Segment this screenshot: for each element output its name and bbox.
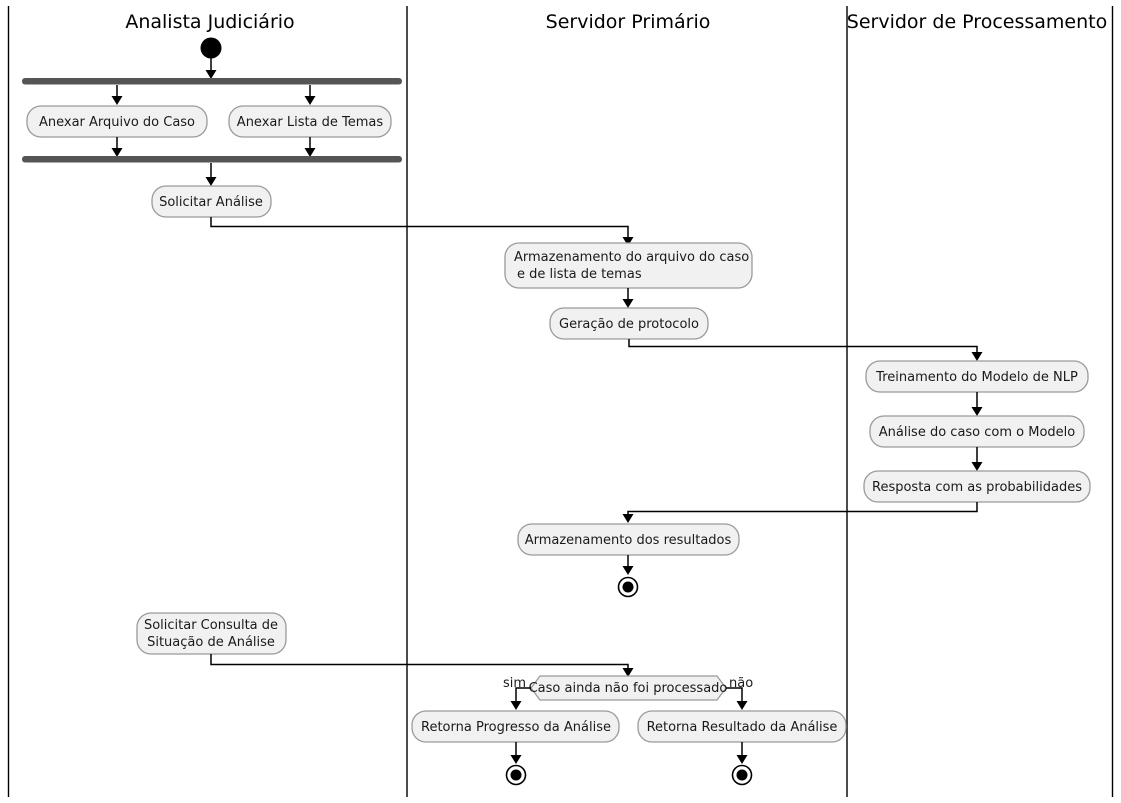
activity-label: Solicitar Análise (159, 195, 263, 210)
final-node-1 (617, 576, 639, 598)
connector-treinamento-to-analise (971, 392, 983, 416)
activity-anexar-lista-de-temas[interactable]: Anexar Lista de Temas (228, 105, 392, 138)
connector-consulta-to-decision (210, 654, 634, 677)
connector-armazenamento-to-geracao (622, 288, 634, 308)
connector-geracao-to-treinamento-nlp (628, 339, 983, 361)
activity-label: Anexar Lista de Temas (237, 115, 384, 130)
activity-treinamento-modelo-nlp[interactable]: Treinamento do Modelo de NLP (865, 360, 1089, 393)
connector-retorna-progresso-to-end (510, 742, 522, 764)
activity-label: Análise do caso com o Modelo (879, 425, 1076, 440)
activity-label: Armazenamento dos resultados (525, 533, 732, 548)
activity-anexar-arquivo-do-caso[interactable]: Anexar Arquivo do Caso (26, 105, 208, 138)
activity-armazenamento-dos-resultados[interactable]: Armazenamento dos resultados (517, 523, 740, 556)
activity-solicitar-analise[interactable]: Solicitar Análise (151, 185, 272, 218)
activity-armazenamento-arquivo[interactable]: Armazenamento do arquivo do caso e de li… (504, 242, 753, 289)
activity-label-line-1: Solicitar Consulta de (144, 618, 278, 633)
activity-label: Treinamento do Modelo de NLP (875, 370, 1078, 385)
connector-fork-to-anexar-arquivo (111, 85, 123, 105)
connector-solicitar-analise-to-armazenamento (210, 217, 634, 246)
lane-title-analista: Analista Judiciário (125, 11, 294, 33)
activity-label-line-1: Armazenamento do arquivo do caso (514, 250, 749, 265)
final-node-2 (505, 764, 527, 786)
activity-solicitar-consulta-situacao[interactable]: Solicitar Consulta de Situação de Anális… (136, 612, 287, 655)
connector-anexar-temas-to-join (304, 137, 316, 157)
lane-title-servidor-processamento: Servidor de Processamento (847, 11, 1107, 33)
activity-label: Geração de protocolo (559, 317, 699, 332)
connector-armazenamento-resultados-to-end (622, 555, 634, 575)
connector-decision-nao-to-retorna-resultado (726, 687, 748, 710)
connector-anexar-arquivo-to-join (111, 137, 123, 157)
activity-analise-do-caso-com-o-modelo[interactable]: Análise do caso com o Modelo (869, 415, 1085, 448)
swimlane-titles: Analista Judiciário Servidor Primário Se… (125, 11, 1107, 33)
fork-bar (22, 78, 402, 85)
activity-label: Retorna Progresso da Análise (421, 720, 611, 735)
activity-retorna-progresso-da-analise[interactable]: Retorna Progresso da Análise (411, 710, 620, 743)
connector-analise-to-resposta (971, 447, 983, 471)
activity-label: Anexar Arquivo do Caso (39, 115, 195, 130)
activity-geracao-de-protocolo[interactable]: Geração de protocolo (549, 307, 709, 340)
activity-retorna-resultado-da-analise[interactable]: Retorna Resultado da Análise (637, 710, 847, 743)
activity-label-line-2: Situação de Análise (147, 635, 275, 650)
activity-resposta-com-as-probabilidades[interactable]: Resposta com as probabilidades (863, 470, 1091, 503)
activity-label: Retorna Resultado da Análise (647, 720, 838, 735)
connector-resposta-to-armazenamento-resultados (622, 502, 978, 523)
activity-label-line-2: e de lista de temas (517, 267, 642, 282)
connector-retorna-resultado-to-end (736, 742, 748, 764)
join-bar (22, 156, 402, 163)
activity-label: Resposta com as probabilidades (872, 480, 1082, 495)
final-node-3 (731, 764, 753, 786)
connector-fork-to-anexar-temas (304, 85, 316, 105)
connector-decision-sim-to-retorna-progresso (510, 687, 531, 710)
initial-node (200, 37, 222, 59)
decision-label: Caso ainda não foi processado (529, 681, 728, 696)
lane-title-servidor-primario: Servidor Primário (546, 11, 711, 33)
decision-caso-ainda-nao-foi-processado[interactable]: Caso ainda não foi processado (529, 675, 728, 701)
connector-join-to-solicitar-analise (205, 163, 217, 186)
connector-start-to-fork (205, 58, 217, 79)
